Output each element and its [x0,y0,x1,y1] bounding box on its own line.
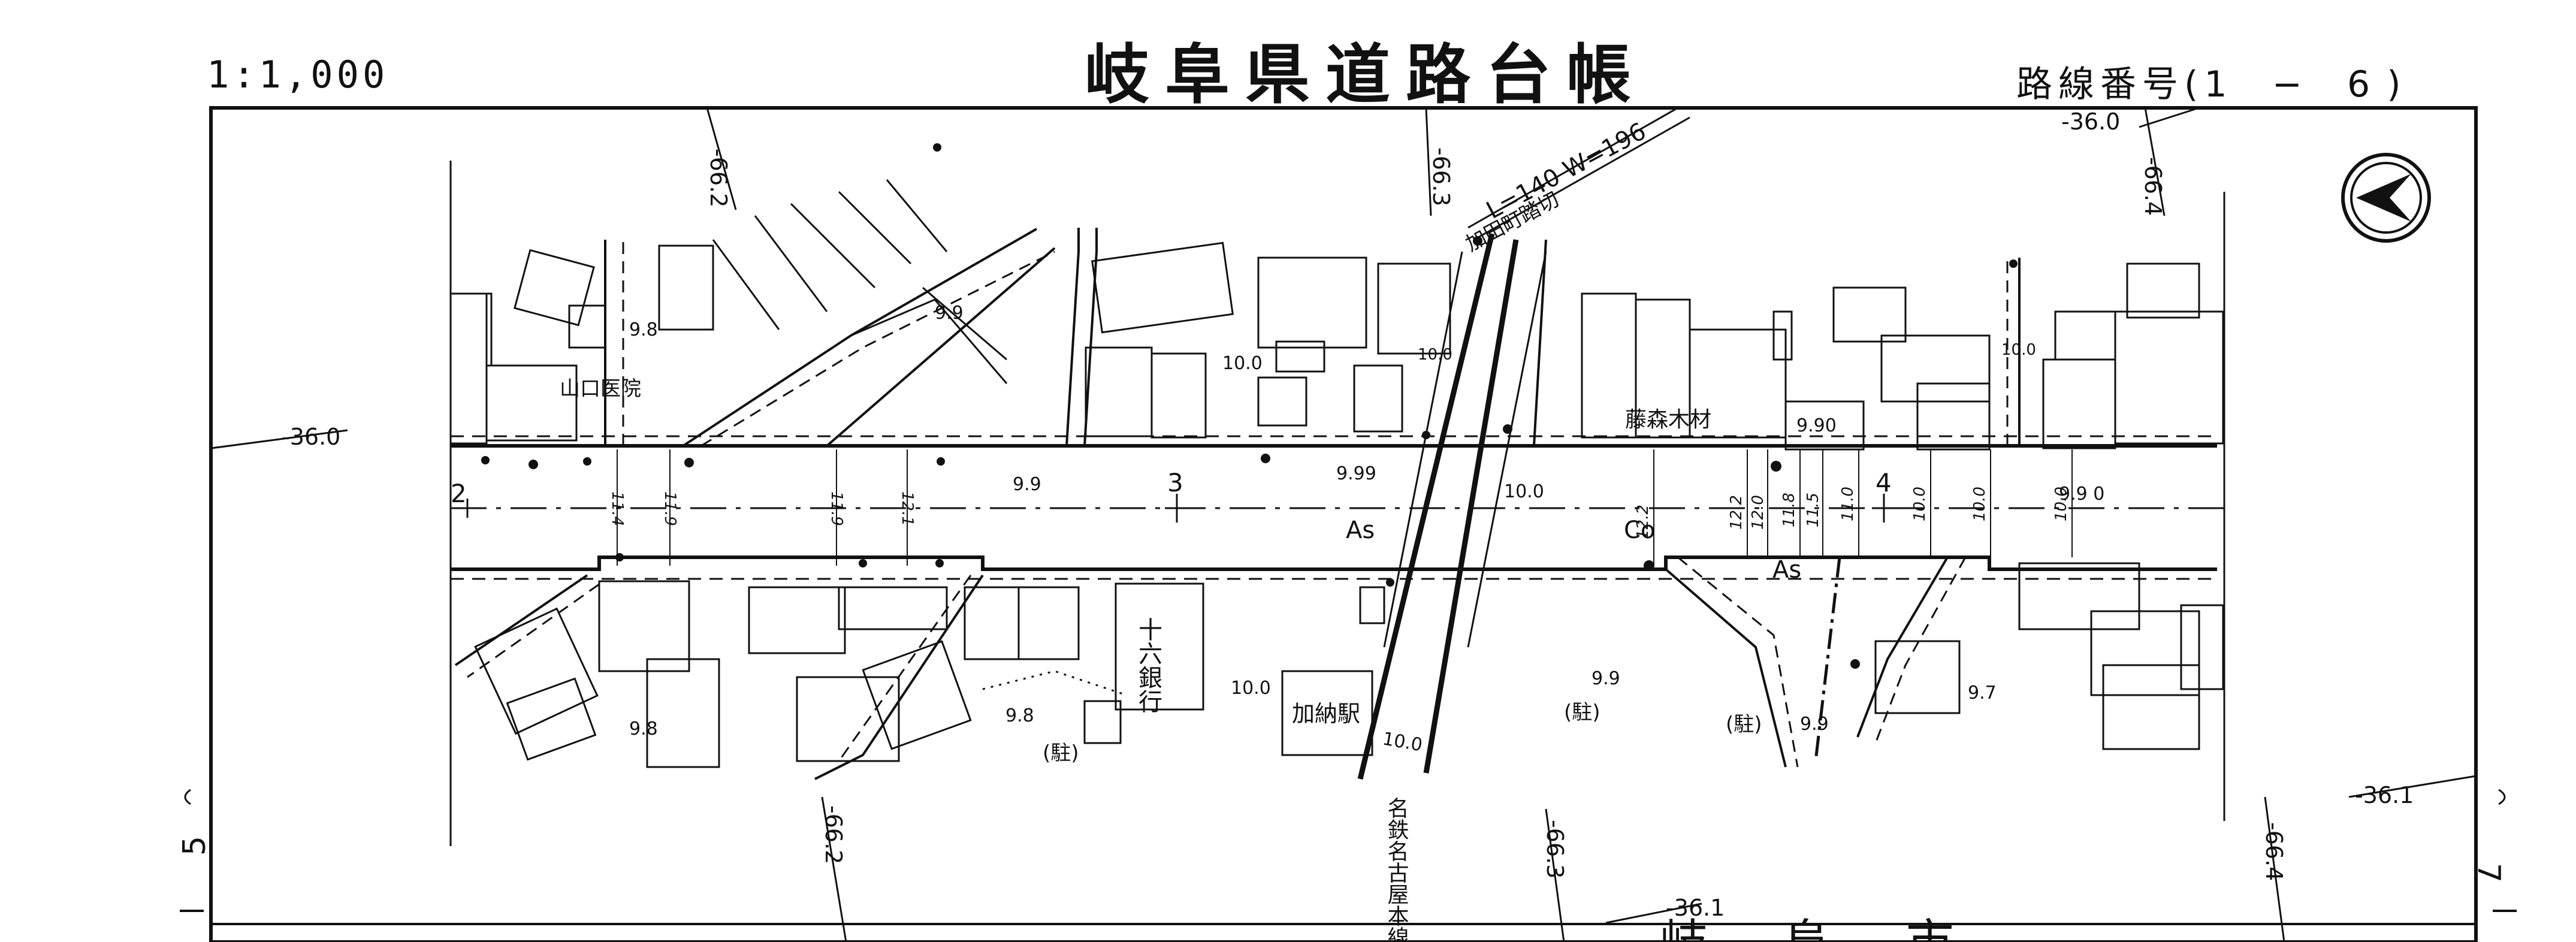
width-mid-4: 9.9 0 [2059,484,2104,505]
grid-label-top-mid: -66.3 [1428,147,1454,206]
surface-concrete: Co [1624,517,1655,544]
right-edge-marker: 7 [2471,789,2517,912]
building-outlines [449,179,2224,768]
clinic-label: 山口医院 [560,377,641,401]
cross-width-13: 10.0 [2052,487,2070,521]
railway-tracks [1357,107,1690,780]
grid-label-right-y: -36.1 [2355,782,2414,808]
route-number: 1 − 6 [2204,64,2387,105]
width-top-2: 9.9 [935,303,964,324]
station-4: 4 [1876,468,1892,497]
route-number-label: 路線番号( [2016,64,2204,105]
grid-label-bottom-left: -66.2 [820,805,847,864]
width-mid-3: 10.0 [1504,481,1544,502]
grid-lines [210,107,2477,942]
cross-width-11: 10.0 [1911,487,1929,521]
railway-line-name: 名鉄名古屋本線 [1384,797,1409,942]
left-edge-marker: 5 [177,789,213,912]
route-number-close: ) [2387,64,2407,105]
surface-asphalt-2: As [1772,556,1801,584]
grid-coordinate-labels: -66.2 -66.3 -66.4 -66.2 -66.3 -66.4 -36.… [282,108,2414,921]
pavement-labels: As Co As [1346,517,1801,584]
cross-width-7: 12.0 [1749,495,1767,530]
width-mid-2: 9.99 [1336,463,1376,484]
station-3: 3 [1167,468,1183,497]
cross-section-width-labels: 11.4 11.9 11.9 12.1 12.2 12.2 12.0 11.8 … [608,487,2070,539]
route-number-box: 路線番号(1 − 6) [2016,55,2407,107]
grid-label-left-y: -36.0 [282,424,340,450]
grid-label-top-y: -36.0 [2061,108,2120,135]
station-building-label: 加納駅 [1292,701,1360,727]
width-bottom-6: 9.9 [1800,714,1829,735]
parking-label-1: (駐) [1043,741,1079,765]
grid-label-bottom-mid: -66.3 [1542,820,1568,878]
main-road [451,435,2224,580]
side-streets [454,228,2021,780]
map-frame [209,106,2478,942]
place-labels: 山口医院 十六銀行 加納駅 藤森木材 (駐) (駐) (駐) [560,377,1762,765]
grid-label-bottom-y: -36.1 [1666,895,1725,921]
boundary-line [1814,557,1841,762]
width-bottom-4: 10.0 [1381,728,1424,756]
width-bottom-2: 9.8 [1005,705,1034,726]
lumber-company-label: 藤森木材 [1625,407,1711,432]
parking-boundary [982,670,1127,696]
cross-width-9: 11.5 [1804,493,1822,527]
parking-label-3: (駐) [1726,712,1762,736]
station-points: 2 3 4 [451,468,1896,523]
width-mid-1: 9.9 [1013,474,1041,495]
cross-width-8: 11.8 [1780,493,1798,527]
width-top-6: 10.0 [2001,341,2036,359]
width-top-5: 9.90 [1796,415,1837,436]
grid-label-top-left: -66.2 [705,149,732,207]
city-name: 岐 阜 市 [1660,914,1984,942]
station-2: 2 [451,479,467,508]
cross-width-12: 10.0 [1971,487,1989,521]
width-measure-lines [617,449,2073,566]
cross-width-10: 11.0 [1839,487,1857,521]
crossing-dimension: L=140 W=196 [1482,117,1650,225]
width-top-1: 9.8 [629,319,658,340]
surface-asphalt: As [1346,517,1375,544]
sheet-title: 岐阜県道路台帳 [1085,37,1647,113]
right-sheet-number: 7 [2471,863,2506,883]
grid-label-bottom-right: -66.4 [2261,822,2287,881]
width-bottom-5: 9.9 [1591,668,1620,689]
utility-pole-symbols [481,143,2018,669]
left-sheet-number: 5 [177,836,213,856]
bank-label: 十六銀行 [1134,617,1162,713]
parking-label-2: (駐) [1564,701,1600,724]
grid-label-top-right: -66.4 [2140,157,2166,216]
clinic-name: 山口医院 [560,377,641,401]
cross-width-5: 12.2 [1634,505,1652,539]
road-width-labels: 9.8 9.9 10.0 10.0 9.90 10.0 9.9 9.99 10.… [629,303,2104,756]
width-bottom-7: 9.7 [1968,683,1997,704]
width-bottom-1: 9.8 [629,718,658,739]
cross-width-6: 12.2 [1728,495,1745,530]
north-arrow-icon [2341,153,2431,243]
width-top-4: 10.0 [1418,346,1452,364]
width-bottom-3: 10.0 [1231,678,1271,699]
width-top-3: 10.0 [1222,353,1263,374]
map-scale: 1:1,000 [207,53,389,96]
